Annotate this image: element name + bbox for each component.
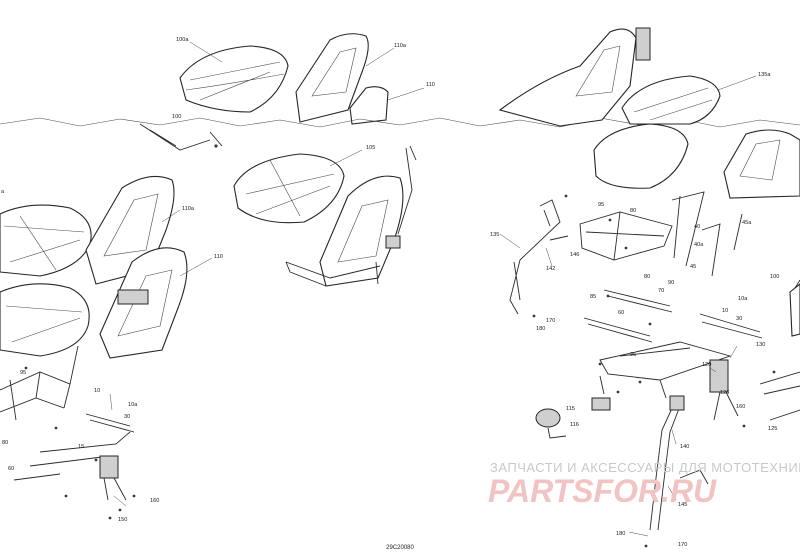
leader-lines (109, 41, 757, 537)
figure-code: 29C20080 (386, 545, 414, 551)
callout-135: 135 (490, 232, 499, 238)
callout-80-left: 80 (2, 440, 8, 446)
callout-70: 70 (658, 288, 664, 294)
watermark-logo: PARTSFOR.RU (488, 473, 717, 509)
seat-cushion-right-lower (593, 123, 689, 189)
watermark-caption: ЗАПЧАСТИ И АКСЕССУАРЫ ДЛЯ МОТОТЕХНИКИ (490, 460, 800, 475)
right-cluster-parts (509, 191, 800, 531)
callout-146: 146 (570, 252, 579, 258)
bolt-markers (24, 144, 776, 548)
seat-belt-center (397, 145, 417, 235)
callout-110-left: 110 (214, 254, 223, 260)
callout-100a-top: 100a (176, 37, 189, 43)
watermark: ЗАПЧАСТИ И АКСЕССУАРЫ ДЛЯ МОТОТЕХНИКИ PA… (488, 460, 800, 509)
seat-back-110a-top (295, 33, 369, 123)
top-strip-parts (0, 27, 800, 199)
callout-10-left: 10 (94, 388, 100, 394)
seat-rail-right-b (583, 317, 653, 343)
callout-140: 140 (680, 444, 689, 450)
callout-170-r2: 170 (678, 542, 687, 548)
callout-85: 85 (590, 294, 596, 300)
seat-cushion-left-lower (0, 283, 90, 357)
callout-30-r: 30 (736, 316, 742, 322)
callout-105: 105 (366, 145, 375, 151)
center-assembly (233, 145, 417, 287)
seat-belt-135 (509, 199, 561, 315)
callout-45: 45 (690, 264, 696, 270)
callout-120: 120 (702, 362, 711, 368)
callout-labels: 100a 110a 110 100 105 110a 110 a 135a 13… (1, 37, 779, 548)
seat-frame-right-lower (599, 341, 732, 381)
left-cluster-parts (0, 175, 188, 501)
seat-cushion-105 (233, 153, 345, 224)
callout-30-left: 30 (124, 414, 130, 420)
callout-60-r: 60 (618, 310, 624, 316)
callout-45a: 45a (742, 220, 752, 226)
callout-110-top: 110 (426, 82, 435, 88)
callout-180-r1: 180 (536, 326, 545, 332)
seat-rail-left (13, 413, 135, 481)
seat-belt-140 (649, 403, 681, 531)
callout-116: 116 (570, 422, 579, 428)
callout-180-r2: 180 (616, 531, 625, 537)
seat-rail-right-a (603, 289, 673, 313)
seat-back-right-lower (723, 129, 800, 199)
seat-rail-right-c (699, 313, 763, 339)
callout-15: 15 (78, 444, 84, 450)
callout-60-left: 60 (8, 466, 14, 472)
callout-10-r: 10 (722, 308, 728, 314)
callout-90: 90 (668, 280, 674, 286)
callout-125: 125 (768, 426, 777, 432)
callout-115: 115 (566, 406, 575, 412)
callout-150: 150 (118, 517, 127, 523)
seat-back-right-top (498, 28, 637, 127)
callout-95-left: 95 (20, 370, 26, 376)
seat-back-110-top (349, 86, 389, 125)
callout-110a-left: 110a (182, 206, 195, 212)
callout-10a-r: 10a (738, 296, 748, 302)
callout-110a-top: 110a (394, 43, 407, 49)
callout-10a-left: 10a (128, 402, 138, 408)
callout-135a: 135a (758, 72, 771, 78)
callout-100-r: 100 (770, 274, 779, 280)
callout-142: 142 (546, 266, 555, 272)
seat-frame-left (0, 345, 79, 421)
callout-126: 126 (720, 390, 729, 396)
callout-170-r1: 170 (546, 318, 555, 324)
seat-cushion-100a (179, 45, 289, 113)
callout-145: 145 (678, 502, 687, 508)
callout-80-r2: 80 (644, 274, 650, 280)
callout-40: 40 (694, 224, 700, 230)
callout-80-r1: 80 (630, 208, 636, 214)
callout-a-left: a (1, 189, 5, 195)
callout-100-top: 100 (172, 114, 181, 120)
seat-frame-center (285, 261, 381, 287)
callout-160-left: 160 (150, 498, 159, 504)
callout-40a: 40a (694, 242, 704, 248)
callout-130: 130 (756, 342, 765, 348)
callout-160-r: 160 (736, 404, 745, 410)
callout-95: 95 (598, 202, 604, 208)
callout-25: 25 (630, 352, 636, 358)
